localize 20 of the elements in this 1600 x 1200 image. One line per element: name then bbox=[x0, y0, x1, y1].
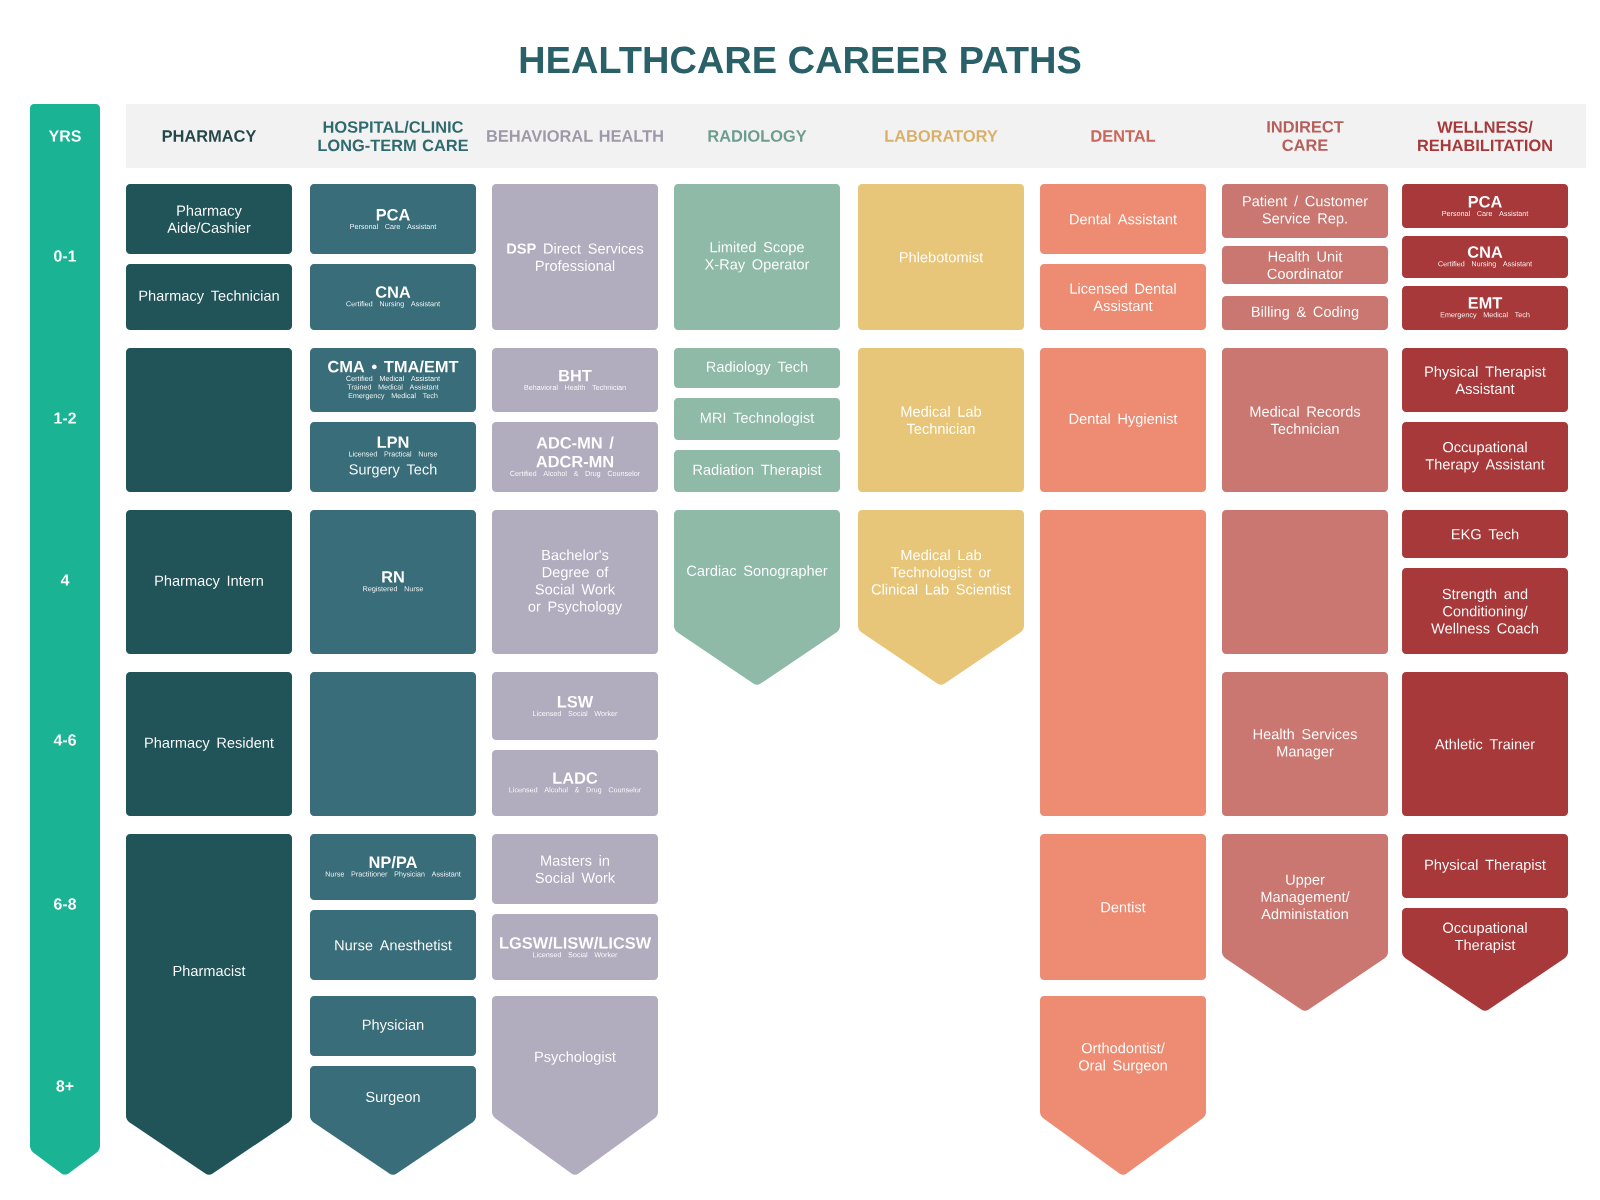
title: HEALTHCARE CAREER PATHS bbox=[520, 46, 1081, 74]
column-heading: LABORATORY bbox=[885, 130, 998, 142]
empty-box bbox=[126, 348, 292, 492]
year-label: 8+ bbox=[56, 1080, 74, 1092]
column-heading: HOSPITAL/CLINIC LONG-TERM CARE bbox=[318, 120, 468, 152]
column-heading: PHARMACY bbox=[162, 130, 257, 142]
column-heading: RADIOLOGY bbox=[708, 130, 807, 142]
year-label: 4-6 bbox=[53, 734, 76, 746]
year-label: 6-8 bbox=[54, 898, 77, 910]
year-label: 4 bbox=[60, 574, 70, 586]
column-heading: INDIRECT CARE bbox=[1267, 121, 1344, 151]
year-label: 0-1 bbox=[54, 250, 77, 262]
empty-box bbox=[310, 672, 476, 816]
column-heading: WELLNESS/ REHABILITATION bbox=[1418, 120, 1552, 152]
empty-box bbox=[1040, 510, 1206, 816]
empty-box bbox=[1222, 510, 1388, 654]
column-heading: DENTAL bbox=[1091, 130, 1156, 142]
column-heading: BEHAVIORAL HEALTH bbox=[487, 130, 663, 142]
year-label: 1-2 bbox=[54, 412, 76, 424]
year-label: YRS bbox=[48, 130, 81, 142]
